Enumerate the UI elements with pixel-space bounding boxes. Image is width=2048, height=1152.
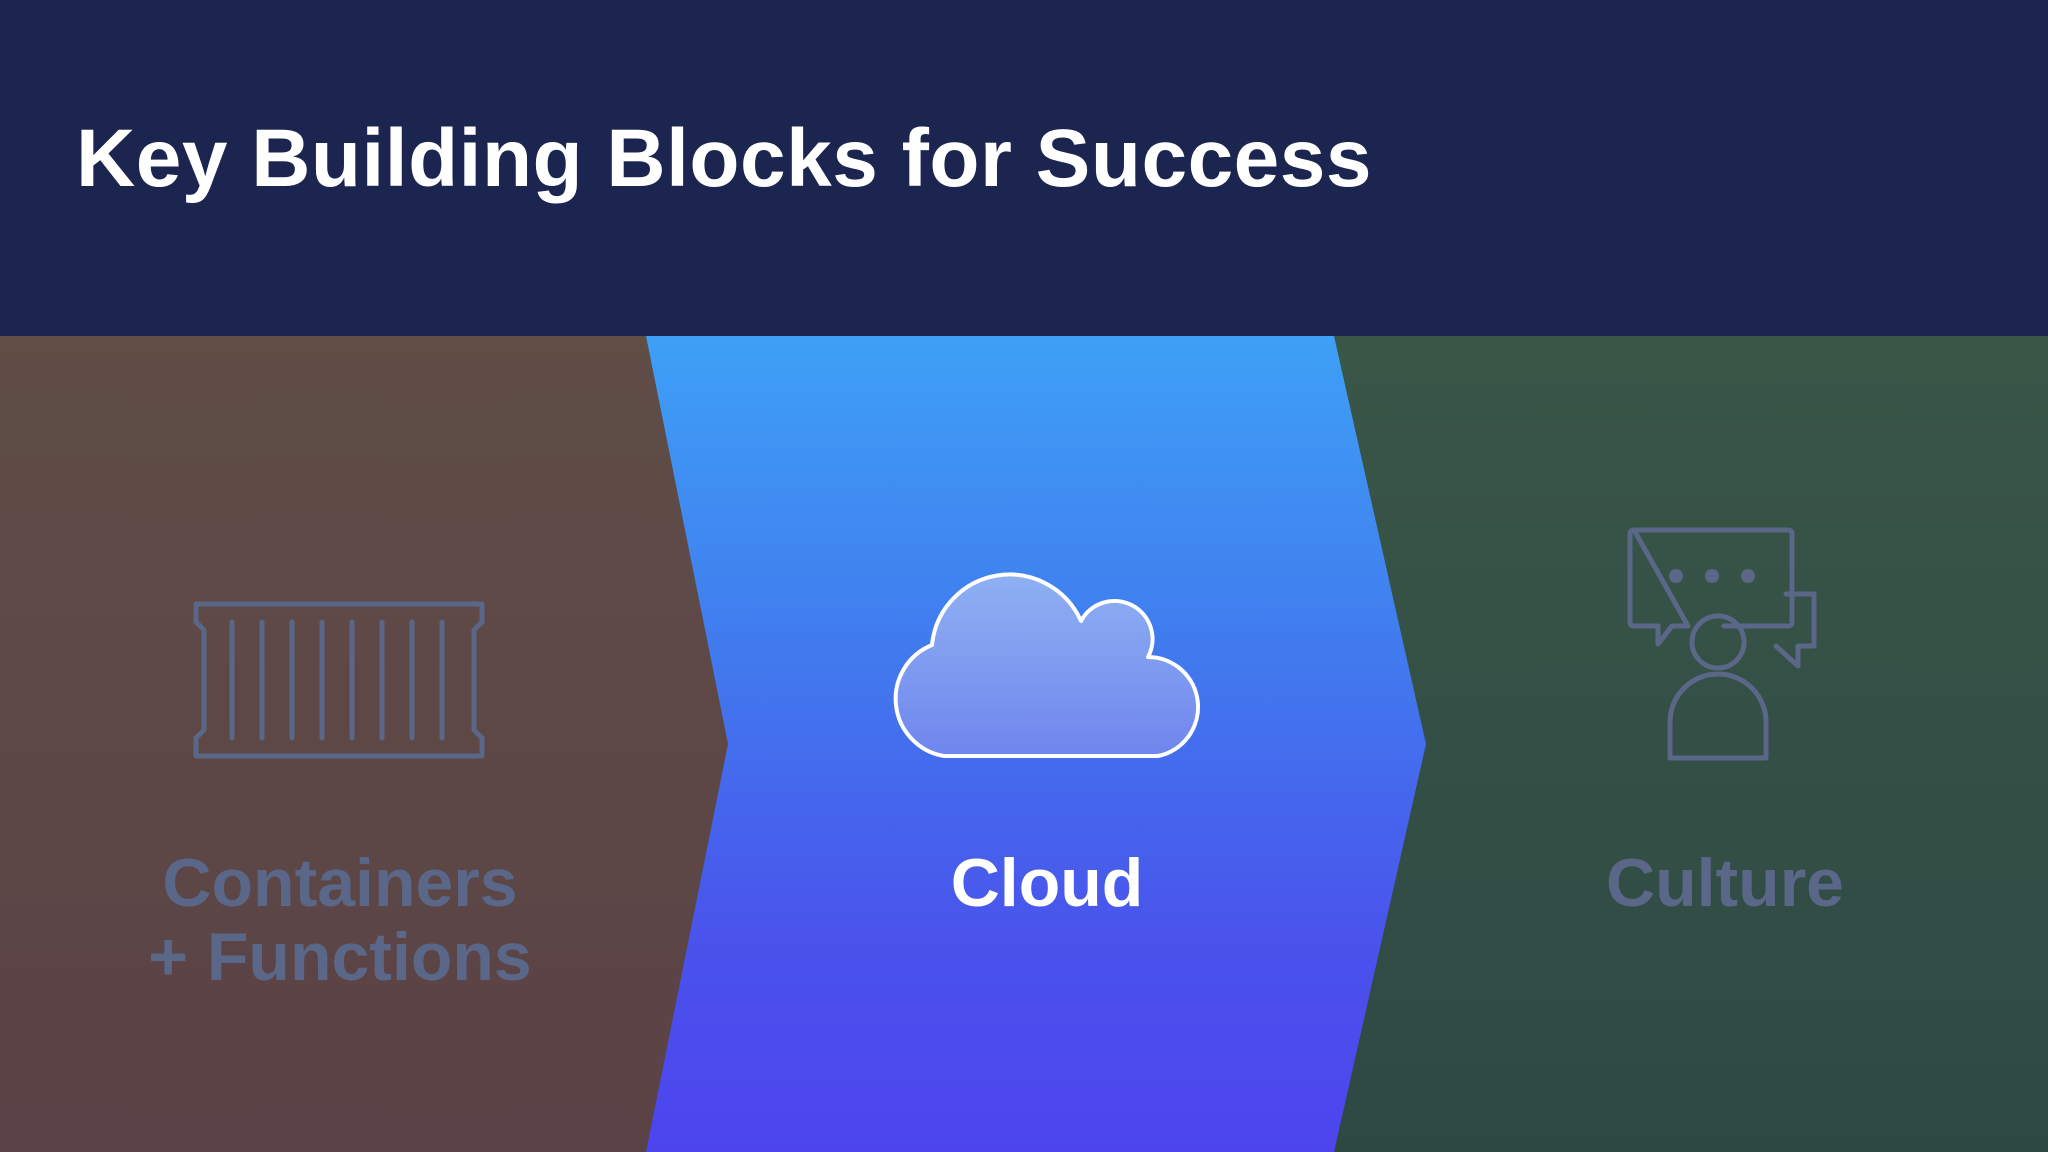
containers-label-line1: Containers (162, 845, 518, 921)
slide-header: Key Building Blocks for Success (0, 0, 2048, 336)
shipping-container-icon (193, 601, 485, 759)
slide-title: Key Building Blocks for Success (76, 113, 1372, 204)
cloud-icon (893, 572, 1201, 758)
person-chat-icon (1627, 527, 1817, 761)
containers-panel (0, 336, 728, 1152)
containers-label-line2: + Functions (148, 919, 532, 995)
culture-label: Culture (1606, 845, 1844, 921)
building-blocks-chevrons: Containers + Functions Cloud (0, 336, 2048, 1152)
cloud-label: Cloud (950, 845, 1144, 921)
